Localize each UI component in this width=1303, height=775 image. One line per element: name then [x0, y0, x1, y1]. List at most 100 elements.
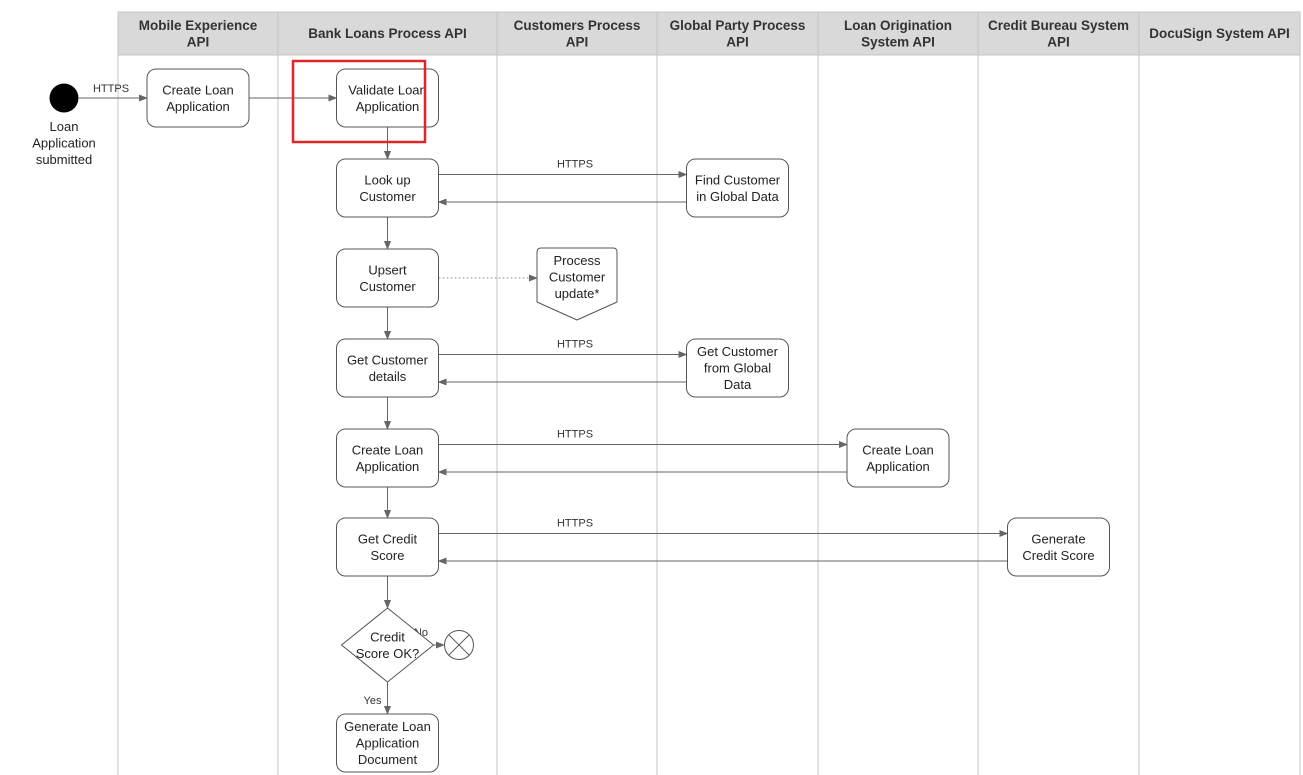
lane-title-origination-line: System API [861, 34, 935, 49]
lane-title-mobile-line: Mobile Experience [139, 18, 258, 33]
node-n7[interactable]: Get Customer details [336, 338, 439, 398]
task-label-line: Application [166, 99, 230, 114]
task-box[interactable] [686, 158, 789, 218]
task-box[interactable] [336, 713, 439, 773]
task-box[interactable] [1007, 517, 1110, 577]
lane-title-bank-line: Bank Loans Process API [308, 26, 467, 41]
task-label-line: Find Customer [695, 172, 781, 187]
offpage-label-line: Customer [549, 270, 606, 285]
lane-title-bureau-line: Credit Bureau System [988, 18, 1129, 33]
task-label-line: Application [356, 99, 420, 114]
connector: HTTPS [79, 83, 148, 102]
task-label: Get Customer details [347, 352, 429, 384]
decision-label-line: Credit [370, 629, 405, 644]
node-n14[interactable] [444, 630, 474, 660]
lane-title-customers-line: API [566, 34, 589, 49]
selection-highlight-box [291, 59, 427, 144]
connector: Yes [364, 682, 392, 715]
lane-title-docusign: DocuSign System API [1149, 26, 1290, 41]
connector-label: HTTPS [557, 429, 593, 441]
offpage-label-line: update* [555, 286, 600, 301]
task-label-line: Document [358, 752, 418, 767]
connector-label: HTTPS [557, 339, 593, 351]
task-box[interactable] [336, 158, 439, 218]
task-box[interactable] [336, 428, 439, 488]
task-box[interactable] [686, 338, 789, 398]
task-label-line: from Global [704, 361, 771, 376]
task-label-line: details [369, 369, 407, 384]
connector: HTTPS [438, 159, 688, 179]
offpage-connector[interactable] [536, 247, 618, 321]
task-label-line: Create Loan [162, 82, 234, 97]
task-box[interactable] [146, 68, 250, 128]
decision-label-line: Score OK? [356, 646, 420, 661]
task-label-line: in Global Data [696, 189, 779, 204]
lane-header-mobile [117, 11, 279, 56]
task-label-line: Data [724, 377, 752, 392]
task-label: Find Customer in Global Data [695, 172, 781, 204]
task-label-line: Generate Loan [344, 719, 431, 734]
lane-title-mobile-line: API [187, 34, 210, 49]
task-label-line: Create Loan [352, 442, 424, 457]
task-label-line: Application [356, 459, 420, 474]
task-label-line: Get Customer [697, 344, 779, 359]
task-label-line: Application [356, 736, 420, 751]
connector-label: HTTPS [557, 518, 593, 530]
task-label-line: Get Customer [347, 352, 429, 367]
decision-diamond[interactable] [341, 607, 434, 683]
terminate-icon-cross [448, 634, 470, 656]
task-box[interactable] [336, 517, 439, 577]
lane-title-origination-line: Loan Origination [844, 18, 952, 33]
task-label-line: Credit Score [1022, 548, 1094, 563]
task-label-line: Customer [359, 189, 416, 204]
lane-header-docusign [1138, 11, 1301, 56]
task-box[interactable] [846, 428, 950, 488]
task-box[interactable] [336, 338, 439, 398]
task-box[interactable] [336, 68, 439, 128]
lane-title-docusign-line: DocuSign System API [1149, 26, 1290, 41]
lane-title-bureau-line: API [1047, 34, 1070, 49]
task-box[interactable] [336, 248, 439, 308]
lane-title-bank: Bank Loans Process API [308, 26, 467, 41]
connector-label: HTTPS [93, 83, 129, 95]
task-label-line: Generate [1031, 531, 1085, 546]
lane-title-global-line: API [726, 34, 749, 49]
lane-title-customers-line: Customers Process [514, 18, 641, 33]
task-label-line: Look up [364, 172, 410, 187]
start-event-label-line: Loan [50, 119, 79, 134]
task-label-line: Upsert [368, 262, 407, 277]
node-n3[interactable]: Look up Customer [336, 158, 439, 218]
node-n4[interactable]: Find Customer in Global Data [686, 158, 789, 218]
lane-title-global-line: Global Party Process [670, 18, 806, 33]
